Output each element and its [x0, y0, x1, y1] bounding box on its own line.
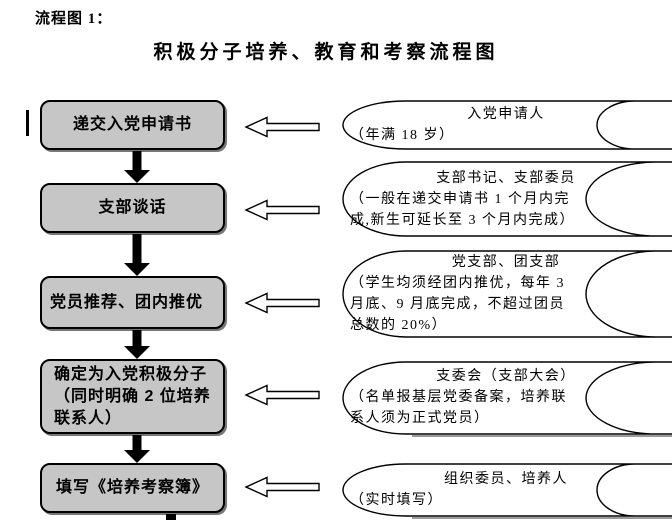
note-line: 成,新生可延长至 3 个月内完成） [350, 212, 575, 228]
box-label-line: 联系人） [54, 409, 123, 427]
note-shape-committee [342, 361, 672, 437]
box-label-line: 支部谈话 [98, 199, 167, 216]
flow-box-submit-application: 递交入党申请书 [40, 100, 225, 150]
flow-box-recommendation: 党员推荐、团内推优 [40, 276, 225, 329]
note-line: 系人须为正式党员） [350, 411, 490, 426]
flow-box-fill-record-book: 填写《培养考察簿》 [40, 463, 225, 513]
down-arrow-icon [124, 234, 150, 276]
left-arrow-icon [244, 292, 320, 314]
note-line: 总数的 20%） [350, 318, 448, 333]
note-shape-organizer [342, 463, 672, 519]
page-title: 积极分子培养、教育和考察流程图 [153, 42, 499, 63]
note-text-applicant: 入党申请人 （年满 18 岁） [348, 100, 664, 150]
left-arrow-icon [244, 476, 320, 498]
note-text-branch-talk: 支部书记、支部委员 （一般在递交申请书 1 个月内完 成,新生可延长至 3 个月… [348, 161, 664, 237]
box-label-line: 填写《培养考察簿》 [55, 479, 209, 496]
note-line: （实时填写） [350, 493, 443, 508]
note-text-recommendation: 党支部、团支部 （学生均须经团内推优，每年 3 月底、9 月底完成，不超过团员 … [348, 250, 664, 338]
down-arrow-icon [124, 435, 150, 463]
note-shape-recommendation [342, 250, 672, 338]
left-arrow-icon [244, 384, 320, 406]
note-shape-branch-talk [342, 161, 672, 237]
box-label-line: （同时明确 2 位培养 [54, 387, 211, 405]
note-line: （名单报基层党委备案，培养联 [350, 390, 567, 405]
note-shape-applicant [342, 100, 672, 150]
note-line: 支部书记、支部委员 [436, 170, 576, 186]
box-label-line: 党员推荐、团内推优 [50, 293, 204, 311]
text-cursor-bar [26, 110, 29, 136]
note-text-organizer: 组织委员、培养人 （实时填写） [348, 463, 664, 517]
down-arrow-partial-icon [166, 514, 176, 520]
left-arrow-icon [244, 116, 320, 138]
box-label-line: 确定为入党积极分子 [54, 365, 208, 383]
note-text-committee: 支委会（支部大会） （名单报基层党委备案，培养联 系人须为正式党员） [348, 361, 664, 434]
note-line: 月底、9 月底完成，不超过团员 [350, 297, 565, 312]
down-arrow-icon [124, 151, 150, 183]
note-line: （年满 18 岁） [350, 128, 455, 143]
left-arrow-icon [244, 199, 320, 221]
down-arrow-icon [124, 330, 150, 359]
note-line: 党支部、团支部 [451, 255, 561, 270]
page-label: 流程图 1： [35, 11, 113, 27]
box-label-line: 递交入党申请书 [72, 116, 192, 133]
note-line: 支委会（支部大会） [436, 369, 576, 384]
flow-box-confirm-activist: 确定为入党积极分子 （同时明确 2 位培养 联系人） [40, 359, 225, 434]
note-line: 组织委员、培养人 [444, 472, 568, 487]
note-line: （学生均须经团内推优，每年 3 [350, 276, 565, 291]
note-line: （一般在递交申请书 1 个月内完 [350, 191, 570, 207]
flow-box-branch-talk: 支部谈话 [40, 183, 225, 233]
note-line: 入党申请人 [467, 107, 545, 122]
